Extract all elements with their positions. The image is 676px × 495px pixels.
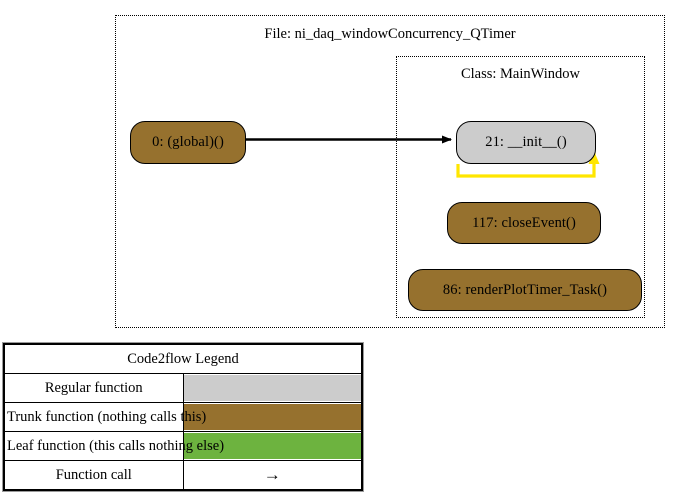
legend-swatch-regular: [183, 375, 361, 401]
legend-table: Code2flow Legend Regular function Trunk …: [2, 342, 364, 492]
legend-swatch-call-cell: →: [182, 460, 361, 489]
legend-title: Code2flow Legend: [5, 345, 361, 374]
file-cluster-box: File: ni_daq_windowConcurrency_QTimer: [115, 15, 665, 328]
legend-row-call: Function call →: [5, 460, 361, 489]
class-cluster-box: Class: MainWindow: [396, 56, 645, 318]
legend-row-leaf: Leaf function (this calls nothing else): [5, 431, 361, 461]
node-global-label: 0: (global)(): [152, 134, 224, 150]
legend-row-trunk: Trunk function (nothing calls this): [5, 402, 361, 432]
legend-label-function-call: Function call: [5, 460, 184, 489]
node-global[interactable]: 0: (global)(): [130, 121, 246, 164]
legend-label-regular: Regular function: [5, 373, 184, 403]
file-cluster-label: File: ni_daq_windowConcurrency_QTimer: [264, 26, 516, 42]
legend-label-leaf: Leaf function (this calls nothing else): [5, 431, 224, 461]
legend-label-trunk: Trunk function (nothing calls this): [5, 402, 206, 432]
legend-swatch-regular-cell: [182, 373, 361, 403]
legend-row-regular: Regular function: [5, 373, 361, 403]
legend-title-row: Code2flow Legend: [5, 345, 361, 374]
node-render-plot-timer-task[interactable]: 86: renderPlotTimer_Task(): [408, 269, 642, 311]
node-render-plot-timer-task-label: 86: renderPlotTimer_Task(): [442, 281, 608, 298]
node-init-label: 21: __init__(): [485, 134, 567, 150]
node-closeevent-label: 117: closeEvent(): [472, 214, 576, 231]
right-arrow-icon: →: [183, 462, 361, 488]
class-cluster-label: Class: MainWindow: [460, 66, 581, 82]
legend-swatch-trunk-cell: [182, 402, 361, 432]
legend-swatch-leaf: [183, 433, 361, 459]
node-init[interactable]: 21: __init__(): [456, 121, 596, 164]
node-closeevent[interactable]: 117: closeEvent(): [447, 202, 601, 244]
legend-swatch-trunk: [183, 404, 361, 430]
legend-swatch-leaf-cell: [182, 431, 361, 461]
